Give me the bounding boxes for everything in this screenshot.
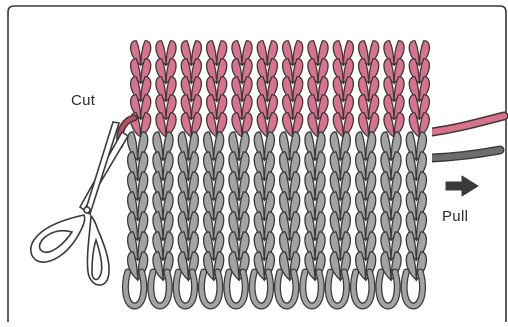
arrow-right-icon (446, 176, 478, 196)
cut-label: Cut (71, 92, 95, 109)
pull-label: Pull (442, 208, 468, 225)
scissors-icon (31, 122, 128, 285)
